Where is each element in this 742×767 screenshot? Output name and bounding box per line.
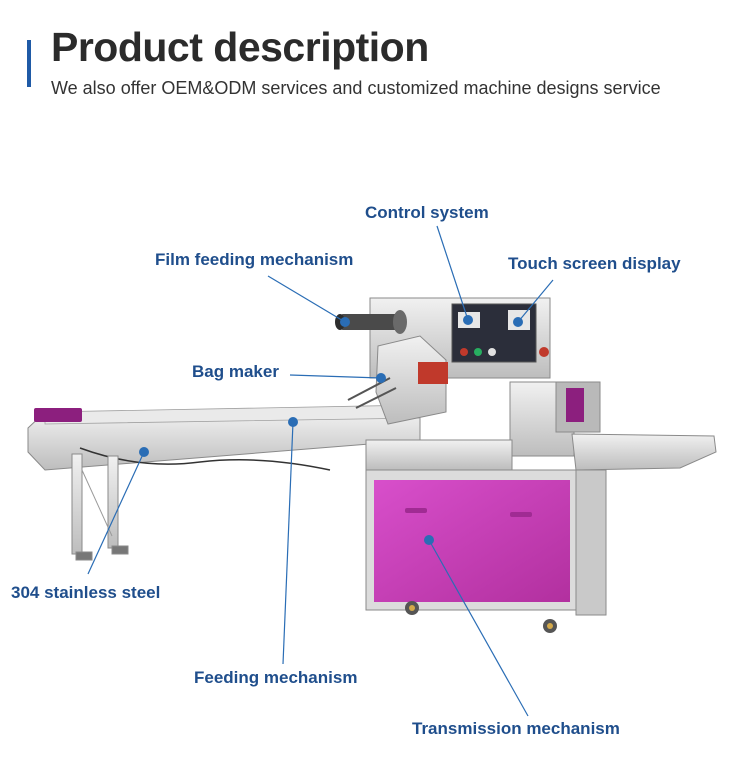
- leader-transmission: [428, 539, 529, 717]
- magenta-cabinet-door: [374, 480, 570, 602]
- infeed-conveyor: [27, 404, 421, 471]
- seal-head-unit: [509, 381, 717, 471]
- dot-bag-maker: [376, 373, 386, 383]
- conveyor-legs: [71, 453, 129, 561]
- label-bag-maker: Bag maker: [192, 362, 279, 381]
- label-touch-screen: Touch screen display: [508, 254, 681, 273]
- dot-film-feeding: [340, 317, 350, 327]
- dot-feeding: [288, 417, 298, 427]
- label-feeding-mechanism: Feeding mechanism: [194, 668, 358, 687]
- leader-stainless-steel: [87, 451, 145, 575]
- control-housing: [369, 297, 551, 379]
- machine-base: [365, 439, 607, 633]
- dot-stainless-steel: [139, 447, 149, 457]
- dot-transmission: [424, 535, 434, 545]
- page-subtitle: We also offer OEM&ODM services and custo…: [51, 78, 661, 98]
- label-transmission-mechanism: Transmission mechanism: [412, 719, 620, 738]
- label-stainless-steel: 304 stainless steel: [11, 583, 161, 602]
- leader-film-feeding: [267, 275, 346, 323]
- leader-bag-maker: [289, 374, 382, 379]
- label-control-system: Control system: [365, 203, 489, 222]
- leader-feeding: [282, 421, 294, 665]
- label-film-feeding: Film feeding mechanism: [155, 250, 354, 269]
- dot-touch-screen: [513, 317, 523, 327]
- leader-control-system: [436, 225, 469, 321]
- callout-leaders: [87, 225, 554, 717]
- leader-touch-screen: [517, 279, 554, 323]
- bag-maker-former: [347, 335, 448, 425]
- header-accent-bar: [27, 40, 31, 87]
- dot-control-system: [463, 315, 473, 325]
- conveyor-end-cap: [34, 408, 82, 422]
- page-title: Product description: [51, 24, 429, 70]
